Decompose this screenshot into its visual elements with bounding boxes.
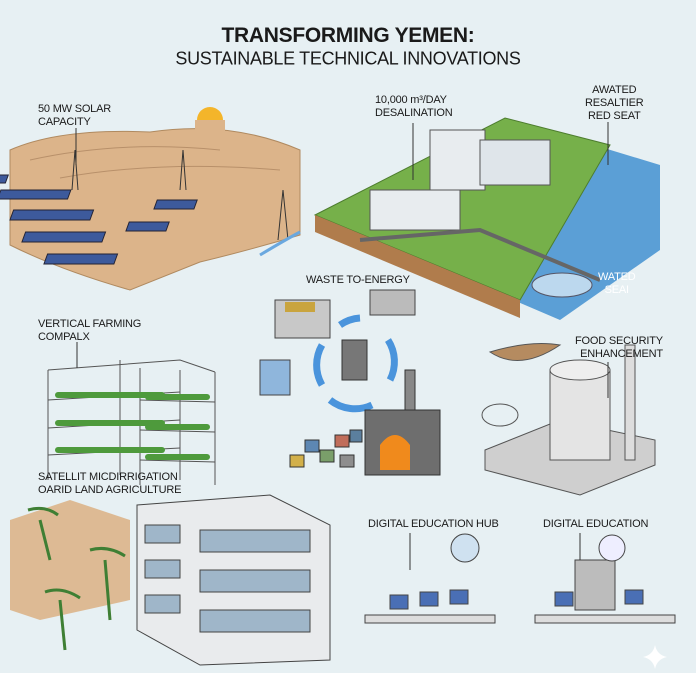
label-edu-hub: DIGITAL EDUCATION HUB xyxy=(368,518,499,530)
label-irrigation: SATELLIT MICDIRRIGATION OARID LAND AGRIC… xyxy=(38,471,182,497)
label-edu: DIGITAL EDUCATION xyxy=(543,518,649,530)
label-line: RED SEAT xyxy=(587,110,641,122)
label-line: 50 MW SOLAR xyxy=(38,103,111,115)
label-line: RESALTIER xyxy=(585,97,644,109)
digital-education-illustration xyxy=(364,533,676,624)
label-line: COMPALX xyxy=(38,331,90,343)
irrigation-building-illustration xyxy=(10,494,331,666)
vertical-farming-illustration xyxy=(47,359,216,485)
label-line: 10,000 m³/DAY xyxy=(375,94,447,106)
label-line: DESALINATION xyxy=(375,107,453,119)
label-red-sea: AWATED RESALTIER RED SEAT xyxy=(585,84,644,123)
page-subtitle: SUSTAINABLE TECHNICAL INNOVATIONS xyxy=(175,47,521,69)
waste-pile xyxy=(289,429,363,468)
label-waste: WASTE TO-ENERGY xyxy=(306,274,410,286)
label-vertical-farming: VERTICAL FARMING COMPALX xyxy=(38,318,141,344)
sparkle-icon xyxy=(643,645,667,669)
label-line: SEAI xyxy=(604,284,629,296)
recycle-arrows-icon xyxy=(313,314,398,413)
label-line: CAPACITY xyxy=(38,116,91,128)
label-food-security: FOOD SECURITY ENHANCEMENT xyxy=(575,335,663,361)
solar-farm-illustration xyxy=(0,107,301,291)
label-line: AWATED xyxy=(592,84,637,96)
page-title: TRANSFORMING YEMEN: xyxy=(221,24,475,47)
label-line: FOOD SECURITY xyxy=(575,335,663,347)
label-line: WATED xyxy=(598,271,636,283)
label-line: OARID LAND AGRICULTURE xyxy=(38,484,182,496)
label-water: WATED SEAI xyxy=(598,271,636,297)
label-line: ENHANCEMENT xyxy=(580,348,663,360)
label-desalination: 10,000 m³/DAY DESALINATION xyxy=(375,94,453,120)
waste-to-energy-illustration xyxy=(259,289,441,476)
label-solar: 50 MW SOLAR CAPACITY xyxy=(38,103,111,129)
desalination-plant-illustration xyxy=(313,117,660,320)
label-line: SATELLIT MICDIRRIGATION xyxy=(38,471,178,483)
label-line: VERTICAL FARMING xyxy=(38,318,142,330)
food-security-illustration xyxy=(481,343,656,496)
